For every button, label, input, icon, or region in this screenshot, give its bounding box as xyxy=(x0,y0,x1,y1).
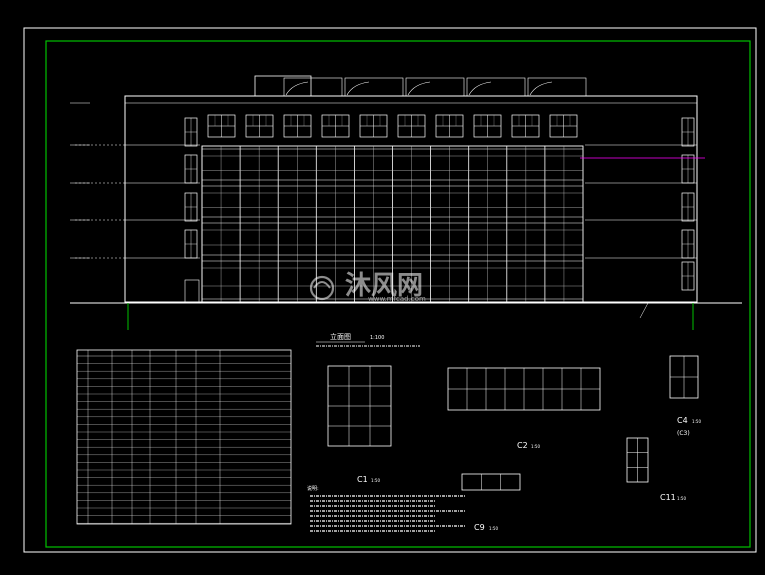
table-border xyxy=(76,349,292,525)
detail-C2: C2 1:50 xyxy=(447,367,601,450)
roof-room xyxy=(254,75,312,97)
detail-c4-label: C4 xyxy=(677,416,688,425)
table-grid xyxy=(77,350,291,524)
roof-curve xyxy=(468,81,492,96)
watermark-url: www.mfcad.com xyxy=(368,295,426,303)
roof-structures xyxy=(254,75,587,97)
window-c9-drawing xyxy=(461,473,521,491)
notes-block: 说明: xyxy=(307,345,465,532)
detail-c2-scale: 1:50 xyxy=(531,444,540,449)
detail-c1-scale: 1:50 xyxy=(371,478,380,483)
roof-curve xyxy=(529,81,553,96)
roof-skylight xyxy=(466,77,526,97)
entrance-door xyxy=(184,279,200,303)
outer-frame xyxy=(23,27,757,553)
stair-windows xyxy=(184,117,695,291)
window-c11-drawing xyxy=(626,437,649,483)
inner-frame xyxy=(45,40,751,548)
detail-c2-label: C2 xyxy=(517,441,528,450)
detail-c11-label: C11 xyxy=(660,493,676,502)
mufeng-logo-icon xyxy=(309,275,335,301)
window-c9 xyxy=(461,473,521,491)
detail-c9-label: C9 xyxy=(474,523,485,532)
curtain-wall xyxy=(201,145,584,303)
floor-lines xyxy=(75,96,697,303)
building-elevation xyxy=(70,75,742,330)
elevation-title: 立面图 xyxy=(330,332,351,341)
level-marks xyxy=(70,102,90,304)
leader-line xyxy=(639,302,649,319)
detail-C1: C1 1:50 xyxy=(327,365,392,484)
elevation-title-block: 立面图 1:100 xyxy=(316,332,384,343)
detail-c4-scale: 1:50 xyxy=(692,419,701,424)
roof-skylight xyxy=(283,77,343,97)
watermark-text: 沐风网 xyxy=(345,271,423,301)
roof-skylight xyxy=(405,77,465,97)
detail-c1-label: C1 xyxy=(357,475,368,484)
roof-skylight xyxy=(527,77,587,97)
watermark: 沐风网 www.mfcad.com xyxy=(309,271,426,303)
notes-heading: 说明: xyxy=(307,485,319,492)
window-c2-drawing xyxy=(447,367,601,411)
detail-C9: C9 1:50 xyxy=(461,473,521,532)
roof-curve xyxy=(346,81,370,96)
elevation-scale: 1:100 xyxy=(370,335,384,341)
window-schedule-table xyxy=(76,349,292,525)
detail-C4: C4 1:50 (C3) xyxy=(669,355,701,437)
detail-C11: C11 1:50 xyxy=(626,437,686,502)
roof-curve xyxy=(285,81,309,96)
detail-c4-sublabel: (C3) xyxy=(677,430,690,437)
roof-skylight xyxy=(344,77,404,97)
window-c4-drawing xyxy=(669,355,699,399)
top-window-row xyxy=(207,114,578,138)
notes-lines xyxy=(310,345,465,532)
detail-c9-scale: 1:50 xyxy=(489,526,498,531)
detail-c11-scale: 1:50 xyxy=(677,496,686,501)
window-c1-drawing xyxy=(327,365,392,447)
roof-curve xyxy=(407,81,431,96)
